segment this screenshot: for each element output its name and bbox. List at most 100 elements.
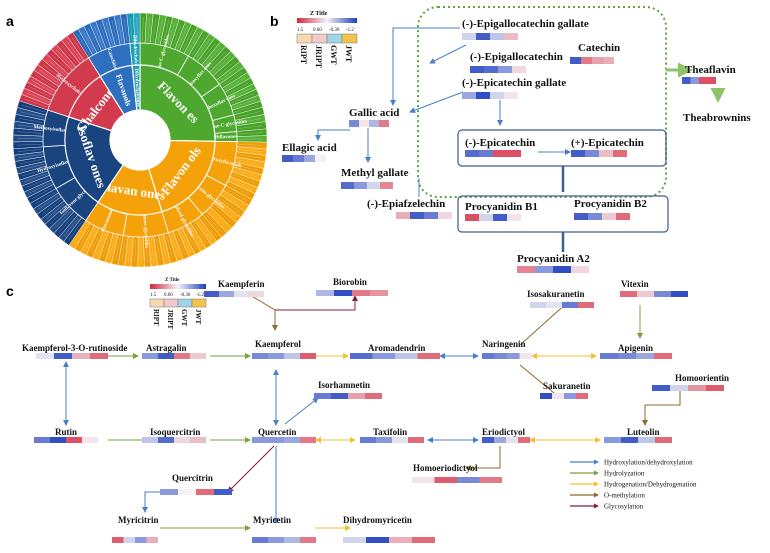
heatmap-cell xyxy=(616,213,630,220)
sunburst-leaf-text-mark xyxy=(237,118,262,123)
compound-label: Luteolin xyxy=(627,427,660,437)
heatmap-cell xyxy=(112,537,124,543)
compound-isosakuranetin: Isosakuranetin xyxy=(527,289,594,308)
compound-label: Apigenin xyxy=(618,343,653,353)
heatmap-cell xyxy=(410,212,424,219)
sunburst-leaf-text-mark xyxy=(223,193,244,207)
heatmap-cell xyxy=(174,353,190,359)
compound-ecg: (-)-Epicatechin gallate xyxy=(462,77,566,99)
heatmap-cell xyxy=(654,291,671,297)
sunburst-subgroup-label: Catechins xyxy=(106,48,118,70)
heatmap-cell xyxy=(670,385,688,391)
heatmap-cell xyxy=(562,302,578,308)
heatmap-cell xyxy=(552,393,564,399)
heatmap-cell xyxy=(349,120,359,127)
compound-label: Procyanidin A2 xyxy=(517,253,590,265)
compound-label: (-)-Epigallocatechin gallate xyxy=(462,18,589,30)
heatmap-cell xyxy=(493,150,507,157)
panel-b-arrows xyxy=(315,27,726,252)
compound-label: Theabrownins xyxy=(683,112,751,124)
legend-b-colorbar xyxy=(297,18,357,23)
heatmap-cell xyxy=(370,290,388,296)
compound-label: Myricitrin xyxy=(118,515,158,525)
heatmap-cell xyxy=(479,477,502,483)
compound-k3r: Kaempferol-3-O-rutinoside xyxy=(22,343,127,359)
heatmap-cell xyxy=(252,437,268,443)
sunburst-leaf-text-mark xyxy=(130,17,133,42)
heatmap-cell xyxy=(571,266,589,273)
sunburst-leaf-text-mark xyxy=(219,66,239,82)
sunburst-leaf-text-mark xyxy=(42,64,63,80)
sunburst-leaf-text-mark xyxy=(212,56,231,73)
heatmap-cell xyxy=(72,353,90,359)
heatmap-cell xyxy=(350,353,373,359)
heatmap-cell xyxy=(268,353,284,359)
sunburst-leaf-text-mark xyxy=(117,18,123,43)
heatmap-cell xyxy=(252,537,268,543)
heatmap-cell xyxy=(507,214,521,221)
sunburst-leaf-text-mark xyxy=(209,210,227,228)
legend-b-row-3: JWT xyxy=(344,45,353,63)
sunburst-leaf-text-mark xyxy=(51,54,70,72)
reaction-legend-arrowhead xyxy=(594,503,599,509)
heatmap-cell xyxy=(638,437,655,443)
compound-sakuranetin: Sakuranetin xyxy=(540,381,591,399)
heatmap-cell xyxy=(613,150,627,157)
sunburst-leaf-text-mark xyxy=(84,228,96,251)
compound-rutin: Rutin xyxy=(34,427,98,443)
sunburst-leaf-text-mark xyxy=(167,22,176,46)
sunburst-leaf-text-mark xyxy=(77,33,90,55)
sunburst-leaf-text-mark xyxy=(166,235,174,259)
compound-label: Ellagic acid xyxy=(282,142,337,154)
compound-label: Vitexin xyxy=(621,279,649,289)
sunburst-leaf-text-mark xyxy=(225,77,246,90)
heatmap-cell xyxy=(576,393,588,399)
compound-kaempferol: Kaempferol xyxy=(252,339,316,359)
heatmap-cell xyxy=(214,489,232,495)
heatmap-cell xyxy=(196,489,214,495)
heatmap-cell xyxy=(204,291,219,297)
heatmap-cell xyxy=(493,214,507,221)
sunburst-leaf-text-mark xyxy=(17,131,42,134)
compound-label: Rutin xyxy=(55,427,77,437)
sunburst-leaf-text-mark xyxy=(216,61,235,77)
heatmap-cell xyxy=(507,353,520,359)
reaction-legend-item-hydrolyzation: Hydrolyzation xyxy=(570,470,645,478)
heatmap-cell xyxy=(494,353,507,359)
heatmap-cell xyxy=(36,353,54,359)
sunburst-leaf-text-mark xyxy=(200,42,216,62)
heatmap-cell xyxy=(479,150,493,157)
sunburst-leaf-text-mark xyxy=(90,230,101,253)
heatmap-cell xyxy=(408,437,424,443)
heatmap-cell xyxy=(604,437,621,443)
heatmap-cell xyxy=(581,57,592,64)
sunburst-leaf-text-mark xyxy=(32,80,54,93)
sunburst-leaf-text-mark xyxy=(21,105,46,113)
sunburst-leaf-text-mark xyxy=(232,174,256,184)
heatmap-cell xyxy=(369,120,379,127)
sunburst-leaf-text-mark xyxy=(88,28,99,51)
compound-vitexin: Vitexin xyxy=(620,279,688,297)
compound-thearubigins: Theabrownins xyxy=(683,112,751,124)
heatmap-cell xyxy=(654,353,672,359)
heatmap-cell xyxy=(564,393,576,399)
sunburst-leaf-text-mark xyxy=(82,30,95,53)
sunburst-leaf-text-mark xyxy=(156,237,161,262)
legend-c-tick-1: 0.60 xyxy=(164,293,173,298)
sunburst-leaf-text-mark xyxy=(177,26,188,49)
sunburst-leaf-text-mark xyxy=(56,49,73,68)
compound-label: (-)-Epicatechin xyxy=(465,137,535,149)
compound-egcg: (-)-Epigallocatechin gallate xyxy=(462,18,589,40)
legend-b-tick-1: 0.60 xyxy=(313,28,322,33)
heatmap-cell xyxy=(300,437,316,443)
heatmap-cell xyxy=(412,537,435,543)
heatmap-cell xyxy=(376,437,392,443)
compound-label: Isorhamnetin xyxy=(318,380,370,390)
heatmap-cell xyxy=(304,155,315,162)
compound-quercetin: Quercetin xyxy=(252,427,316,443)
heatmap-cell xyxy=(546,302,562,308)
heatmap-cell xyxy=(158,353,174,359)
sunburst-leaf-text-mark xyxy=(29,182,51,194)
compound-quercitrin: Quercitrin xyxy=(160,473,232,495)
heatmap-cell xyxy=(178,489,196,495)
